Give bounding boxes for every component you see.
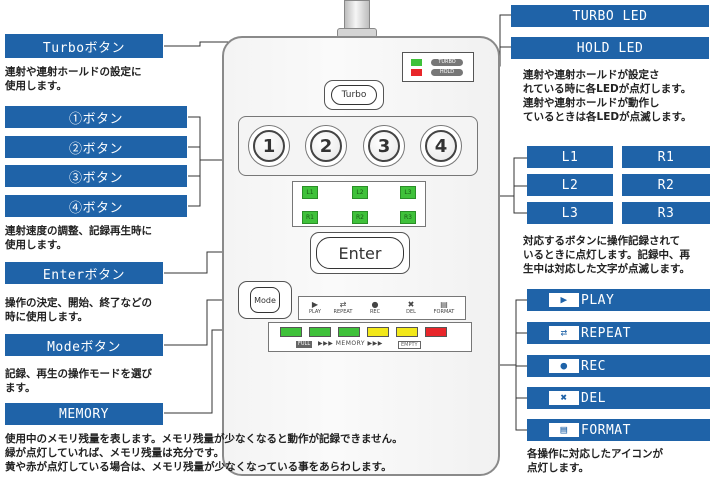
label-memory: MEMORY — [5, 403, 163, 425]
led-r2: R2 — [352, 211, 368, 224]
icon-rec-label: REC — [369, 309, 381, 315]
label-button-3: ③ボタン — [5, 165, 187, 187]
memory-led — [309, 327, 331, 337]
desc-number-buttons: 連射速度の調整、記録再生時に 使用します。 — [5, 225, 152, 251]
label-r1: R1 — [622, 146, 710, 168]
label-rec-text: REC — [581, 358, 606, 374]
repeat-icon: ⇄ — [549, 326, 579, 340]
label-turbo: Turboボタン — [5, 34, 163, 58]
memory-led — [425, 327, 447, 337]
memory-led — [367, 327, 389, 337]
led-l2: L2 — [352, 186, 368, 199]
label-l1: L1 — [527, 146, 613, 168]
button-2-label: 2 — [310, 130, 342, 162]
memory-led — [338, 327, 360, 337]
label-del: ✖ DEL — [527, 387, 710, 409]
mode-button-label: Mode — [250, 287, 280, 313]
mode-button[interactable]: Mode — [238, 281, 292, 319]
led-l3: L3 — [400, 186, 416, 199]
desc-icons: 各操作に対応したアイコンが 点灯します。 — [527, 448, 663, 474]
label-format: ▤ FORMAT — [527, 419, 710, 441]
icon-del: ✖ DEL — [397, 300, 425, 315]
enter-button-label: Enter — [316, 237, 404, 269]
turbo-button-label: Turbo — [331, 85, 377, 105]
label-l3: L3 — [527, 202, 613, 224]
desc-mode: 記録、再生の操作モードを選び ます。 — [5, 368, 152, 394]
rec-icon: ● — [549, 359, 579, 373]
repeat-icon: ⇄ — [339, 300, 347, 309]
label-enter: Enterボタン — [5, 262, 163, 284]
label-repeat-text: REPEAT — [581, 325, 631, 341]
play-icon: ▶ — [549, 293, 579, 307]
desc-memory: 使用中のメモリ残量を表します。メモリ残量が少なくなると動作が記録できません。 緑… — [5, 433, 403, 473]
memory-full-tag: FULL — [296, 341, 313, 348]
label-mode: Modeボタン — [5, 334, 163, 356]
label-button-2: ②ボタン — [5, 136, 187, 158]
icon-format-label: FORMAT — [433, 309, 455, 315]
label-del-text: DEL — [581, 390, 606, 406]
play-icon: ▶ — [311, 300, 319, 309]
button-1-label: 1 — [253, 130, 285, 162]
button-4-label: 4 — [425, 130, 457, 162]
icon-panel — [298, 296, 466, 320]
desc-enter: 操作の決定、開始、終了などの 時に使用します。 — [5, 297, 152, 323]
desc-lr: 対応するボタンに操作記録されて いるときに点灯します。記録中、再 生中は対応した… — [523, 235, 690, 275]
led-r3: R3 — [400, 211, 416, 224]
memory-empty-tag: EMPTY — [398, 341, 421, 349]
cable — [344, 0, 370, 30]
format-icon: ▤ — [549, 423, 579, 437]
label-repeat: ⇄ REPEAT — [527, 322, 710, 344]
label-hold-led: HOLD LED — [511, 37, 709, 59]
format-icon: ▤ — [440, 300, 448, 309]
label-button-4: ④ボタン — [5, 195, 187, 217]
icon-repeat-label: REPEAT — [333, 309, 353, 315]
led-l1: L1 — [302, 186, 318, 199]
memory-text: ▶▶▶ MEMORY ▶▶▶ — [318, 340, 383, 347]
label-button-1: ①ボタン — [5, 106, 187, 128]
del-icon: ✖ — [549, 391, 579, 405]
desc-leds: 連射や連射ホールドが設定さ れている時に各LEDが点灯します。 連射や連射ホール… — [523, 69, 692, 123]
label-r3: R3 — [622, 202, 710, 224]
label-turbo-led: TURBO LED — [511, 5, 709, 27]
icon-repeat: ⇄ REPEAT — [329, 300, 357, 315]
memory-led — [280, 327, 302, 337]
icon-del-label: DEL — [406, 309, 416, 315]
hold-led-text: HOLD — [431, 69, 463, 76]
button-2[interactable]: 2 — [305, 125, 347, 167]
desc-turbo: 連射や連射ホールドの設定に 使用します。 — [5, 66, 142, 92]
icon-play-label: PLAY — [308, 309, 321, 315]
memory-led — [396, 327, 418, 337]
icon-play: ▶ PLAY — [301, 300, 329, 315]
led-r1: R1 — [302, 211, 318, 224]
label-play-text: PLAY — [581, 292, 615, 308]
hold-led — [411, 69, 422, 76]
label-l2: L2 — [527, 174, 613, 196]
button-1[interactable]: 1 — [248, 125, 290, 167]
icon-rec: ● REC — [361, 300, 389, 315]
enter-button[interactable]: Enter — [310, 232, 410, 274]
button-4[interactable]: 4 — [420, 125, 462, 167]
label-r2: R2 — [622, 174, 710, 196]
label-rec: ● REC — [527, 355, 710, 377]
rec-icon: ● — [371, 300, 379, 309]
label-format-text: FORMAT — [581, 422, 631, 438]
turbo-led-panel: TURBO HOLD — [402, 52, 474, 82]
del-icon: ✖ — [407, 300, 415, 309]
button-3-label: 3 — [368, 130, 400, 162]
button-3[interactable]: 3 — [363, 125, 405, 167]
turbo-button[interactable]: Turbo — [324, 80, 384, 110]
icon-format: ▤ FORMAT — [430, 300, 458, 315]
label-play: ▶ PLAY — [527, 289, 710, 311]
turbo-led — [411, 59, 422, 66]
turbo-led-text: TURBO — [431, 59, 463, 66]
